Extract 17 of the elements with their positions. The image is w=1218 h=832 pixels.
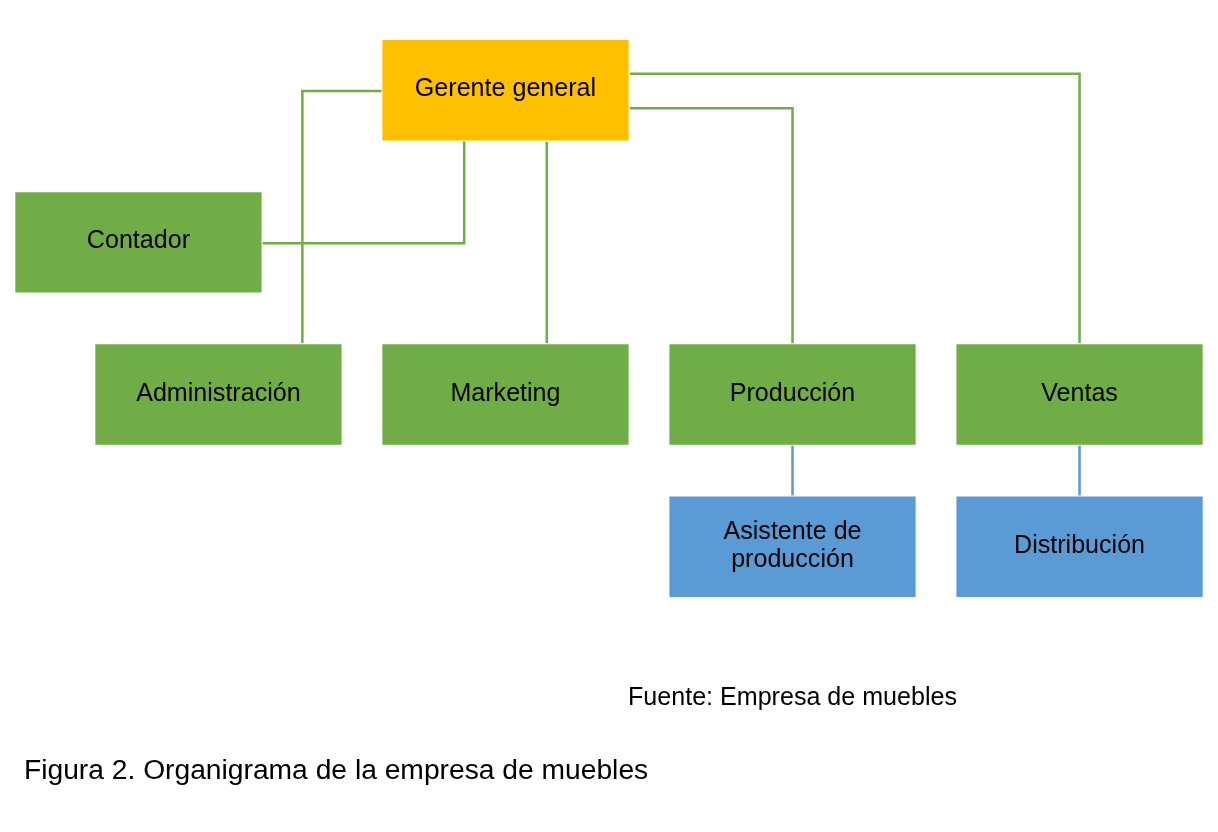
node-box: Gerente general <box>380 38 631 142</box>
label: Fuente: Empresa de muebles <box>628 681 958 710</box>
connector <box>545 141 549 343</box>
node-box: Producción <box>667 342 918 446</box>
node-box: Asistente de producción <box>667 494 918 598</box>
node-box: Contador <box>13 190 264 294</box>
connector <box>791 445 794 495</box>
connector <box>630 72 1081 343</box>
node-box: Ventas <box>954 342 1205 446</box>
connector <box>301 89 382 343</box>
node-box: Distribución <box>954 494 1205 598</box>
caption: Figura 2. Organigrama de la empresa de muebles <box>23 752 649 785</box>
connector <box>262 141 466 244</box>
node-box: Marketing <box>380 342 631 446</box>
connector <box>1078 445 1081 495</box>
connector <box>629 106 794 343</box>
node-box: Administración <box>93 342 344 446</box>
